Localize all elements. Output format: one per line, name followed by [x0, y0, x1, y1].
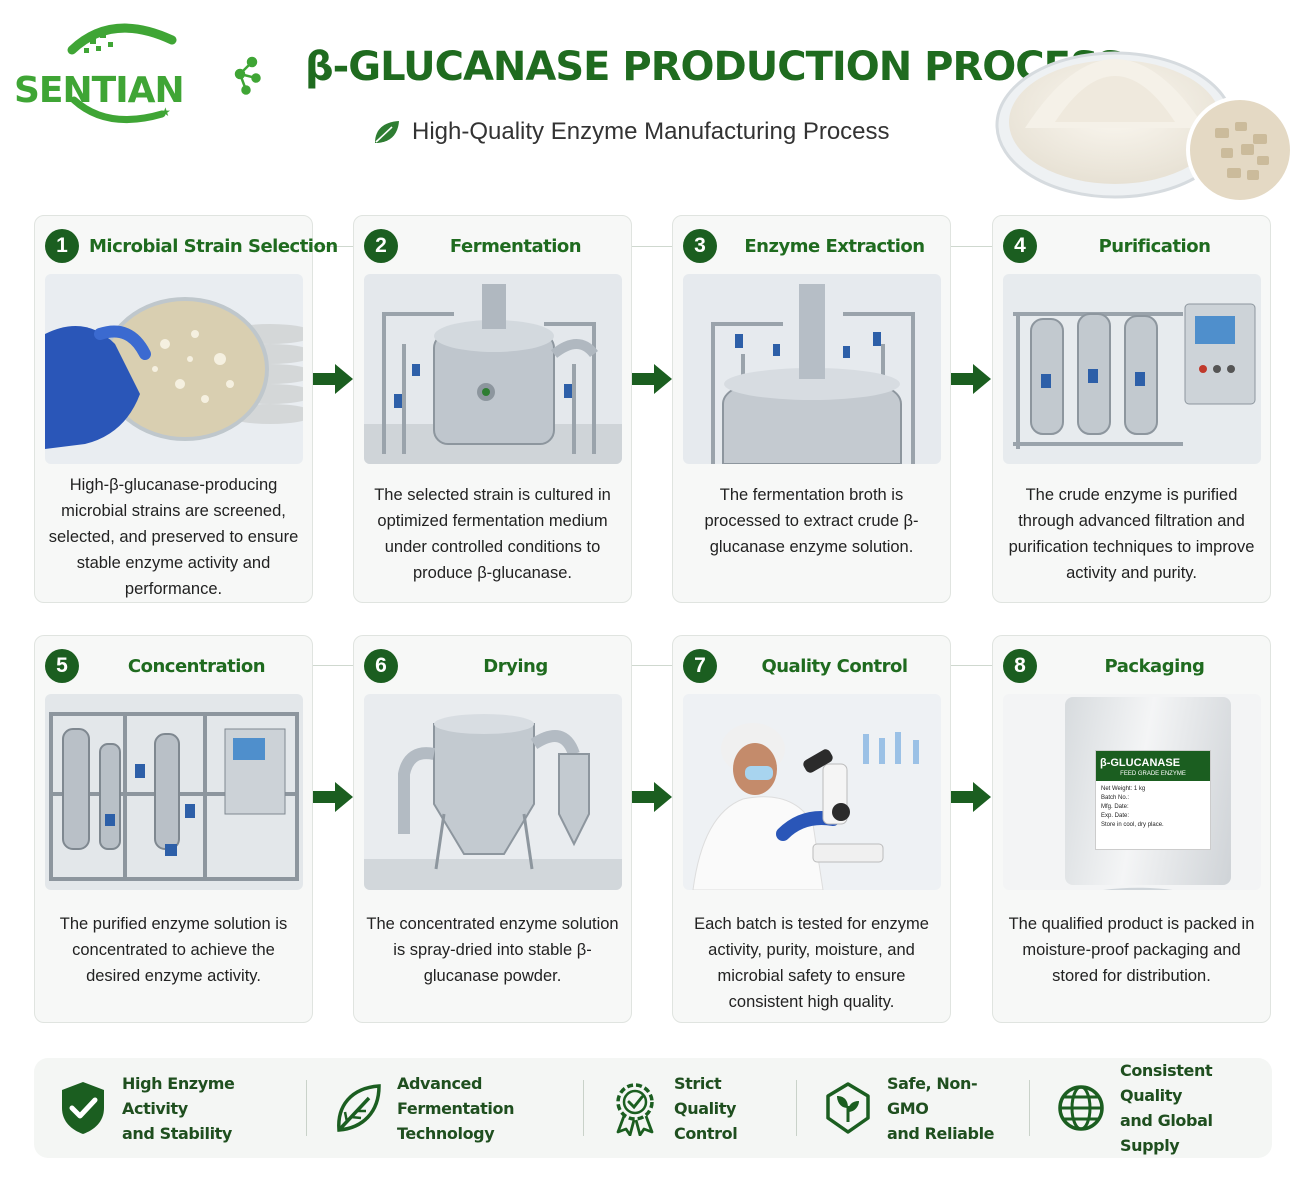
step-header: 5 Concentration [45, 648, 304, 684]
features-bar: High Enzyme Activity and Stability Advan… [34, 1058, 1272, 1158]
petri-dish-photo [45, 274, 303, 464]
connector-line [632, 665, 672, 666]
step-number: 3 [683, 229, 717, 263]
step-number: 5 [45, 649, 79, 683]
spray-dryer-photo [364, 694, 622, 890]
svg-text:★: ★ [160, 105, 171, 119]
step-title: Fermentation [449, 235, 582, 257]
feature-item: High Enzyme Activity and Stability [34, 1074, 306, 1143]
step-header: 4 Purification [1003, 228, 1262, 264]
step-card-5: 5 Concentration The purified enzyme solu… [34, 635, 313, 1023]
feature-label: High Enzyme Activity and Stability [122, 1073, 235, 1143]
globe-icon [1058, 1085, 1104, 1131]
shield-check-icon [62, 1082, 104, 1134]
feature-divider [1029, 1080, 1030, 1136]
step-number: 2 [364, 229, 398, 263]
step-title: Packaging [1104, 655, 1205, 677]
feature-divider [583, 1080, 584, 1136]
fermenter-tank-photo [364, 274, 622, 464]
step-card-6: 6 Drying The concentrated enzyme solutio… [353, 635, 632, 1023]
step-header: 3 Enzyme Extraction [683, 228, 942, 264]
step-description: The purified enzyme solution is concentr… [59, 915, 288, 985]
step-number: 4 [1003, 229, 1037, 263]
step-description: High-β-glucanase-producing microbial str… [48, 476, 299, 598]
step-header: 7 Quality Control [683, 648, 942, 684]
product-bag-photo: β-GLUCANASE FEED GRADE ENZYME Net Weight… [1003, 694, 1261, 890]
step-description: The qualified product is packed in moist… [1008, 915, 1255, 985]
concentration-unit-photo [45, 694, 303, 890]
step-header: 8 Packaging [1003, 648, 1262, 684]
feature-label: Consistent Quality and Global Supply [1120, 1061, 1213, 1155]
step-description: The concentrated enzyme solution is spra… [366, 915, 619, 985]
feature-divider [306, 1080, 307, 1136]
arrow-right-icon [632, 782, 672, 812]
connector-line [632, 246, 672, 247]
feature-item: Strict Quality Control [584, 1074, 796, 1143]
package-label-line: Batch No.: [1101, 795, 1130, 801]
step-card-1: 1 Microbial Strain Selection High-β-gluc… [34, 215, 338, 603]
leaf-icon [375, 121, 399, 143]
step-card-7: 7 Quality Control Each batch is tested f… [672, 635, 951, 1023]
arrow-right-icon [632, 364, 672, 394]
connector-line [313, 665, 353, 666]
feature-label: Safe, Non-GMO and Reliable [887, 1073, 995, 1143]
arrow-right-icon [313, 782, 353, 812]
step-title: Drying [483, 655, 548, 677]
feature-label: Advanced Fermentation Technology [397, 1073, 515, 1143]
step-description: The selected strain is cultured in optim… [374, 486, 611, 582]
step-card-2: 2 Fermentation The selected strain is cu… [353, 215, 632, 603]
sprout-shield-icon [826, 1082, 870, 1134]
step-description: The fermentation broth is processed to e… [704, 486, 919, 556]
logo-text: SENTIAN [14, 70, 185, 111]
step-number: 8 [1003, 649, 1037, 683]
arrow-right-icon [951, 364, 991, 394]
package-grade: FEED GRADE ENZYME [1096, 771, 1210, 781]
leaf-icon [337, 1084, 381, 1132]
step-title: Enzyme Extraction [744, 235, 925, 257]
step-title: Purification [1098, 235, 1211, 257]
company-logo: ★ SENTIAN [12, 18, 262, 128]
package-label-line: Mfg. Date: [1101, 804, 1129, 810]
step-card-8: 8 Packaging β-GLUCANASE FEED GRADE ENZYM… [992, 635, 1271, 1023]
page-subtitle: High-Quality Enzyme Manufacturing Proces… [412, 118, 890, 145]
extraction-tank-photo [683, 274, 941, 464]
step-description: Each batch is tested for enzyme activity… [694, 915, 929, 1011]
lab-microscope-photo [683, 694, 941, 890]
feature-item: Consistent Quality and Global Supply [1030, 1061, 1270, 1155]
arrow-right-icon [951, 782, 991, 812]
step-number: 7 [683, 649, 717, 683]
step-title: Quality Control [761, 655, 908, 677]
quality-badge-icon [616, 1083, 654, 1136]
step-card-4: 4 Purification The crude enzyme is purif… [992, 215, 1271, 603]
step-description: The crude enzyme is purified through adv… [1008, 486, 1255, 582]
package-label-line: Net Weight: 1 kg [1101, 786, 1146, 792]
step-header: 6 Drying [364, 648, 623, 684]
package-label-line: Exp. Date: [1101, 813, 1130, 819]
step-title: Concentration [127, 655, 266, 677]
step-header: 2 Fermentation [364, 228, 623, 264]
feature-divider [796, 1080, 797, 1136]
enzyme-powder-bowl-image [995, 10, 1295, 205]
step-title: Microbial Strain Selection [89, 235, 338, 257]
feature-item: Advanced Fermentation Technology [307, 1074, 583, 1143]
arrow-right-icon [313, 364, 353, 394]
connector-line [951, 246, 992, 247]
step-number: 1 [45, 229, 79, 263]
package-label: β-GLUCANASE FEED GRADE ENZYME Net Weight… [1095, 750, 1211, 850]
step-card-3: 3 Enzyme Extraction The fermentation bro… [672, 215, 951, 603]
filtration-columns-photo [1003, 274, 1261, 464]
connector-line [951, 665, 992, 666]
step-number: 6 [364, 649, 398, 683]
feature-label: Strict Quality Control [674, 1073, 738, 1143]
logo-swoosh-graphic: ★ [67, 23, 261, 123]
page-title: β-GLUCANASE PRODUCTION PROCESS [305, 44, 1125, 90]
subtitle-row: High-Quality Enzyme Manufacturing Proces… [372, 118, 890, 146]
step-header: 1 Microbial Strain Selection [45, 228, 338, 264]
connector-line [313, 246, 353, 247]
powder-dish-graphic [1103, 887, 1173, 890]
package-label-line: Store in cool, dry place. [1101, 822, 1164, 828]
feature-item: Safe, Non-GMO and Reliable [797, 1074, 1029, 1143]
package-product-name: β-GLUCANASE [1096, 751, 1210, 771]
